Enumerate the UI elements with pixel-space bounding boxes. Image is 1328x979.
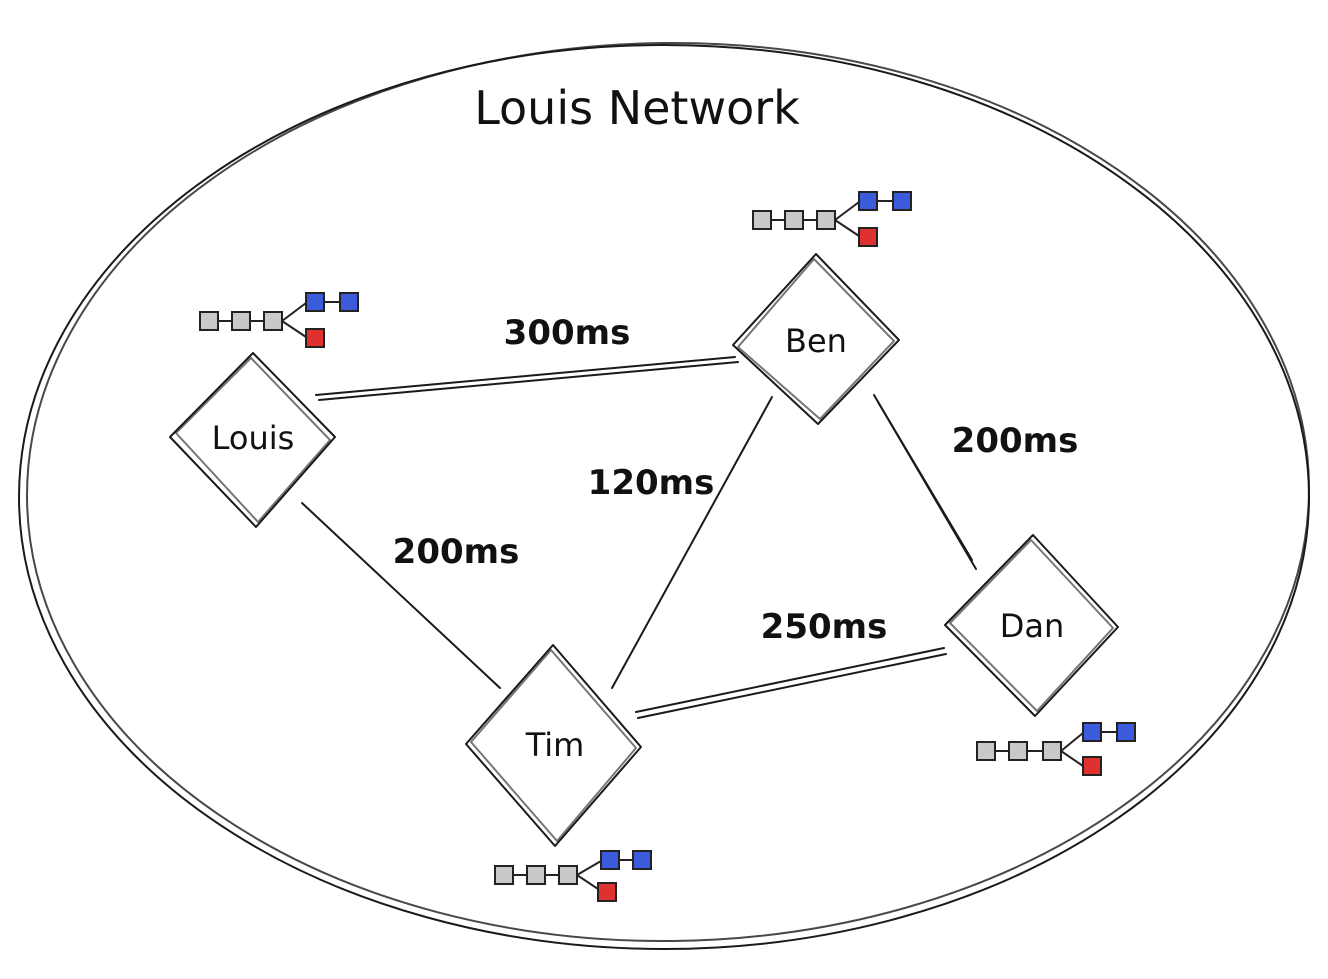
edge-louis-tim [301, 502, 501, 689]
latency-label-louis-tim: 200ms [393, 532, 520, 572]
latency-label-ben-dan: 200ms [952, 421, 1079, 461]
node-label-ben: Ben [785, 322, 847, 360]
node-louis: Louis [169, 352, 336, 528]
edge-tim-dan [635, 647, 947, 719]
blockchain-icon-ben [752, 191, 912, 247]
edge-ben-tim [611, 396, 773, 689]
node-label-tim: Tim [525, 726, 585, 764]
node-ben: Ben [732, 253, 900, 425]
edge-ben-dan [873, 394, 977, 570]
node-tim: Tim [465, 644, 642, 847]
latency-label-tim-dan: 250ms [761, 607, 888, 647]
node-label-louis: Louis [212, 419, 295, 457]
blockchain-icon-tim [494, 850, 652, 902]
blockchain-icon-dan [976, 722, 1136, 776]
node-label-dan: Dan [1000, 607, 1065, 645]
latency-label-louis-ben: 300ms [504, 313, 631, 353]
network-boundary [18, 41, 1310, 950]
edge-louis-ben [315, 356, 739, 401]
node-dan: Dan [944, 534, 1119, 717]
blockchain-icon-louis [199, 292, 359, 348]
latency-label-ben-tim: 120ms [588, 463, 715, 503]
network-title: Louis Network [474, 81, 800, 135]
